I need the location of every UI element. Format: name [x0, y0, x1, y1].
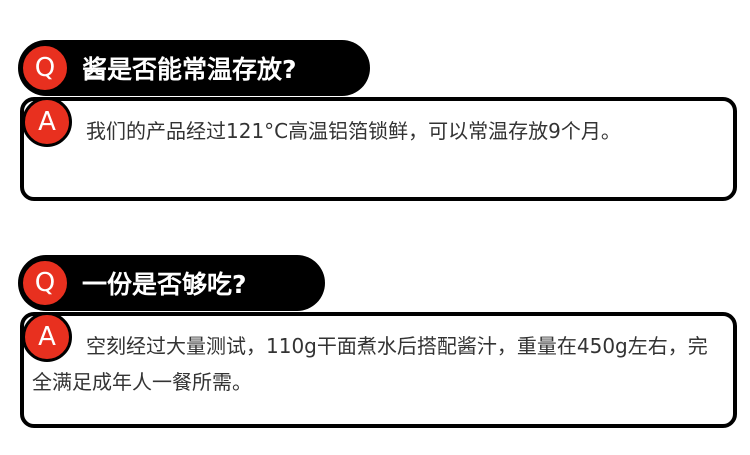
question-pill: Q 酱是否能常温存放?: [18, 40, 370, 96]
question-text: 酱是否能常温存放?: [82, 55, 297, 84]
a-badge: A: [22, 97, 72, 147]
question-text: 一份是否够吃?: [82, 270, 247, 299]
answer-box: A 空刻经过大量测试，110g干面煮水后搭配酱汁，重量在450g左右，完全满足成…: [20, 312, 737, 428]
a-badge: A: [22, 312, 72, 362]
q-badge: Q: [20, 258, 70, 308]
answer-text: 空刻经过大量测试，110g干面煮水后搭配酱汁，重量在450g左右，完全满足成年人…: [32, 334, 708, 394]
answer-text: 我们的产品经过121°C高温铝箔锁鲜，可以常温存放9个月。: [86, 119, 621, 143]
q-badge: Q: [20, 43, 70, 93]
question-pill: Q 一份是否够吃?: [18, 255, 325, 311]
answer-box: A 我们的产品经过121°C高温铝箔锁鲜，可以常温存放9个月。: [20, 97, 737, 201]
